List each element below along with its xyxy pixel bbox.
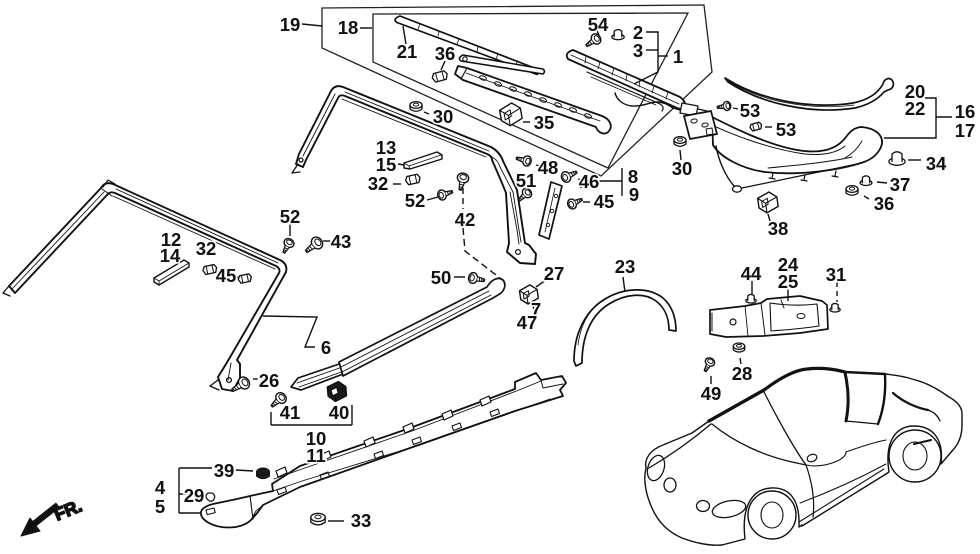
svg-text:10: 10: [306, 428, 327, 449]
svg-text:34: 34: [926, 153, 947, 174]
svg-text:1: 1: [673, 46, 683, 67]
svg-text:44: 44: [741, 263, 762, 284]
svg-text:53: 53: [776, 119, 797, 140]
svg-text:20: 20: [905, 81, 926, 102]
svg-text:47: 47: [517, 312, 538, 333]
svg-text:7: 7: [531, 299, 541, 320]
svg-text:45: 45: [216, 265, 237, 286]
svg-text:40: 40: [329, 402, 350, 423]
svg-text:48: 48: [538, 157, 559, 178]
svg-text:24: 24: [778, 254, 799, 275]
svg-text:23: 23: [615, 256, 636, 277]
svg-text:8: 8: [628, 166, 638, 187]
svg-text:22: 22: [905, 98, 926, 119]
svg-text:49: 49: [701, 383, 722, 404]
svg-text:29: 29: [184, 485, 205, 506]
svg-text:38: 38: [768, 218, 789, 239]
svg-text:42: 42: [455, 209, 476, 230]
svg-text:43: 43: [331, 231, 352, 252]
svg-text:52: 52: [405, 190, 426, 211]
svg-text:17: 17: [955, 120, 976, 141]
svg-text:31: 31: [826, 264, 847, 285]
svg-text:27: 27: [544, 263, 565, 284]
svg-text:36: 36: [435, 43, 456, 64]
svg-text:32: 32: [368, 173, 389, 194]
svg-text:14: 14: [160, 245, 181, 266]
svg-text:32: 32: [196, 238, 217, 259]
svg-text:18: 18: [338, 17, 359, 38]
svg-text:30: 30: [433, 106, 454, 127]
svg-text:11: 11: [306, 445, 326, 466]
svg-text:5: 5: [155, 496, 165, 517]
svg-text:6: 6: [321, 337, 331, 358]
svg-text:53: 53: [740, 100, 761, 121]
svg-text:9: 9: [629, 184, 639, 205]
svg-text:51: 51: [516, 170, 537, 191]
svg-text:39: 39: [214, 460, 235, 481]
svg-text:12: 12: [161, 229, 182, 250]
svg-text:33: 33: [351, 510, 372, 531]
svg-text:4: 4: [155, 477, 166, 498]
svg-text:52: 52: [280, 206, 301, 227]
svg-text:50: 50: [431, 267, 452, 288]
svg-text:2: 2: [633, 22, 643, 43]
svg-text:35: 35: [534, 112, 555, 133]
svg-text:41: 41: [280, 402, 301, 423]
svg-text:28: 28: [732, 363, 753, 384]
svg-text:36: 36: [874, 193, 895, 214]
svg-text:3: 3: [633, 40, 643, 61]
svg-text:37: 37: [890, 174, 911, 195]
svg-text:15: 15: [376, 154, 397, 175]
svg-text:13: 13: [376, 137, 397, 158]
svg-text:26: 26: [259, 370, 280, 391]
svg-text:25: 25: [778, 271, 799, 292]
svg-text:54: 54: [588, 14, 609, 35]
svg-text:45: 45: [594, 191, 615, 212]
svg-text:19: 19: [280, 14, 301, 35]
svg-text:16: 16: [955, 101, 976, 122]
svg-text:30: 30: [672, 158, 693, 179]
svg-text:46: 46: [579, 171, 600, 192]
svg-text:21: 21: [397, 41, 418, 62]
